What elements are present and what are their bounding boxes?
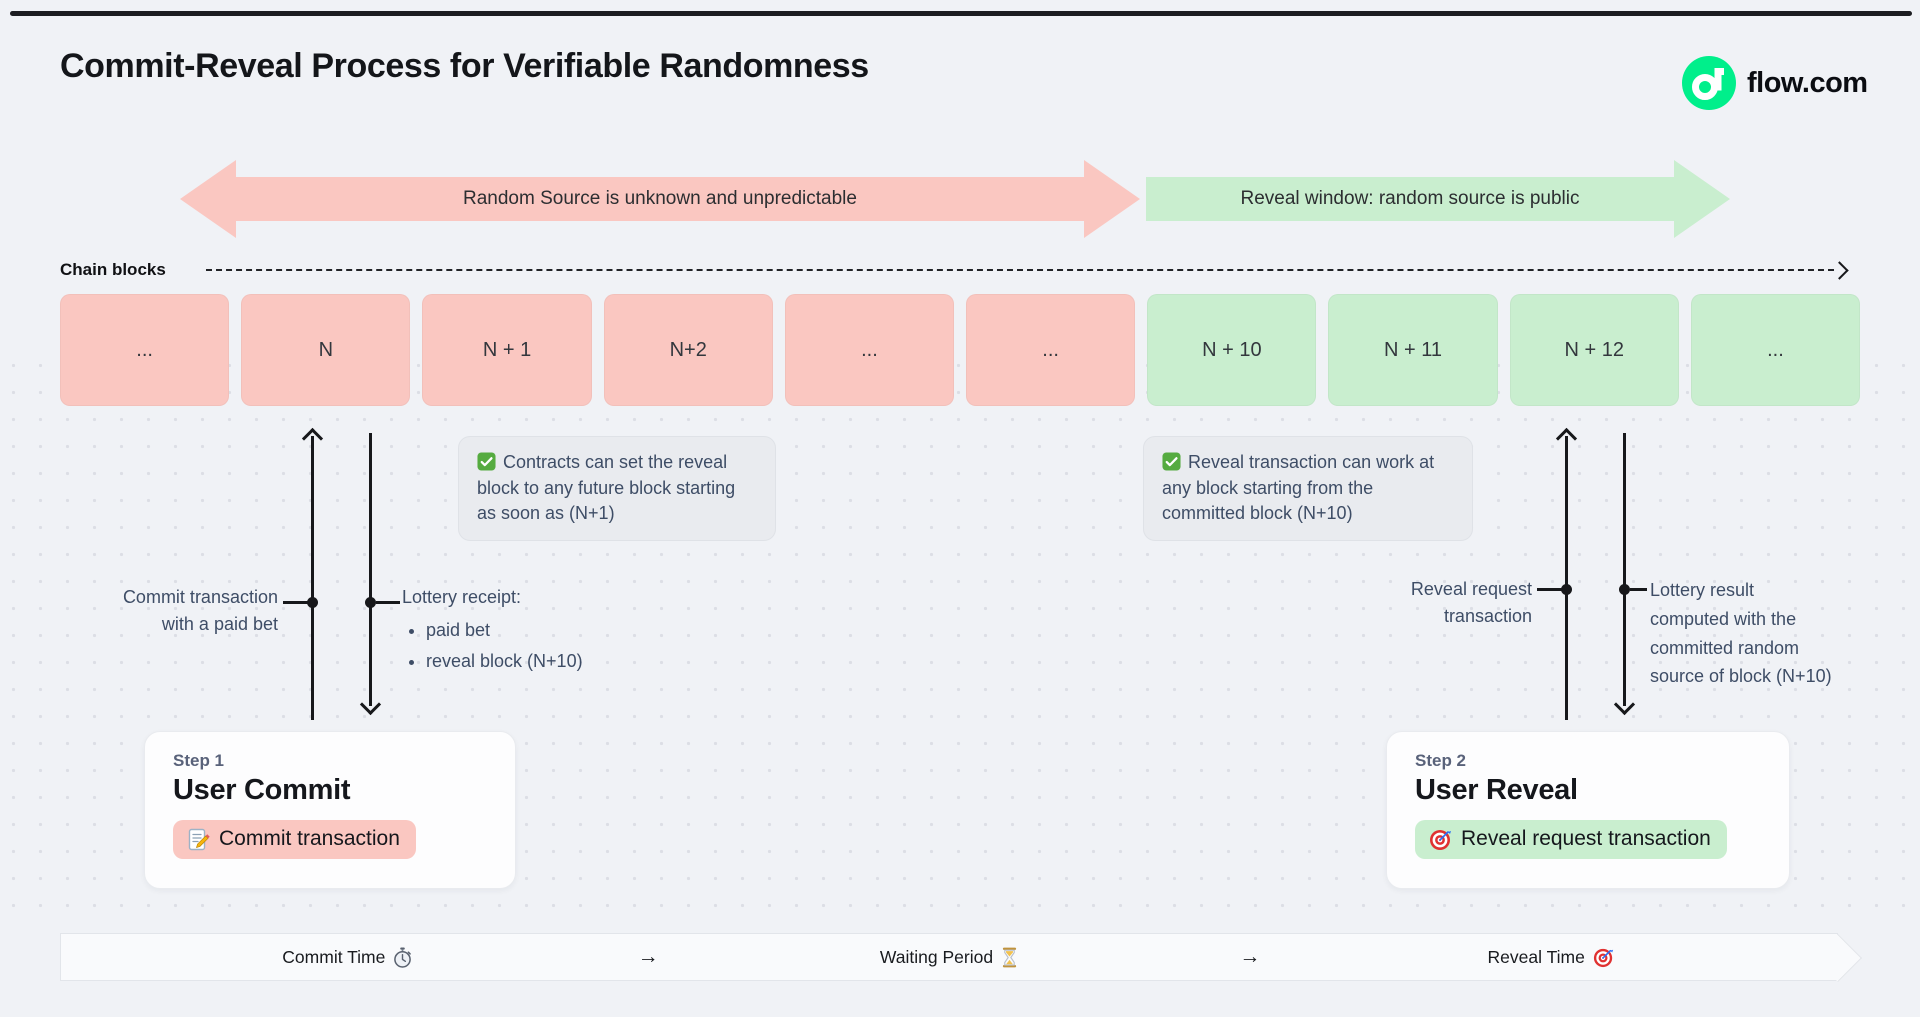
chain-block: ... xyxy=(784,294,955,406)
target-icon xyxy=(1593,948,1613,967)
reveal-note-text: Reveal transaction can work at any block… xyxy=(1162,452,1435,524)
chain-block: N + 10 xyxy=(1147,294,1317,406)
chain-block: ... xyxy=(966,294,1136,406)
chain-arrow-head-icon xyxy=(1830,261,1849,280)
commit-transaction-annotation: Commit transaction with a paid bet xyxy=(122,587,278,634)
commit-transaction-pill-label: Commit transaction xyxy=(219,827,400,850)
timeline-commit-time: Commit Time xyxy=(61,947,634,968)
chain-block: N + 1 xyxy=(422,294,592,406)
commit-up-arrow-line xyxy=(311,436,314,720)
commit-down-arrow-line xyxy=(369,433,372,706)
timeline-arrow-end xyxy=(1813,933,1863,982)
lottery-result-annotation: Lottery result computed with the committ… xyxy=(1650,580,1832,687)
reveal-down-connector-line xyxy=(1630,588,1647,591)
commit-phase-arrow xyxy=(180,160,1140,238)
hourglass-icon xyxy=(1002,947,1017,967)
reveal-phase-arrow xyxy=(1146,160,1730,238)
chain-block: ... xyxy=(1690,294,1861,406)
check-icon xyxy=(1162,452,1181,471)
step1-title: User Commit xyxy=(173,774,351,806)
reveal-up-arrow-line xyxy=(1565,436,1568,720)
chain-block: N + 11 xyxy=(1328,294,1498,406)
stopwatch-icon xyxy=(394,947,412,968)
brand-name: flow.com xyxy=(1747,66,1868,99)
memo-icon xyxy=(188,828,210,850)
chain-block: N+2 xyxy=(603,294,773,406)
top-edge-line xyxy=(10,11,1912,16)
reveal-request-annotation: Reveal request transaction xyxy=(1410,579,1532,626)
page-title: Commit-Reveal Process for Verifiable Ran… xyxy=(60,47,869,85)
commit-down-connector-line xyxy=(376,601,400,604)
step1-label: Step 1 xyxy=(173,751,225,770)
commit-phase-label: Random Source is unknown and unpredictab… xyxy=(463,188,857,209)
timeline-arrow-glyph: → xyxy=(1239,945,1261,968)
reveal-phase-label: Reveal window: random source is public xyxy=(1240,188,1580,209)
step1-card: Step 1 User Commit Commit transaction xyxy=(144,731,516,889)
timeline-waiting-period: Waiting Period xyxy=(663,947,1236,968)
lottery-receipt-annotation: Lottery receipt: paid bet reveal block (… xyxy=(402,584,662,677)
chain-block: N xyxy=(241,294,411,406)
reveal-down-arrow-line xyxy=(1623,433,1626,706)
commit-up-connector-dot xyxy=(307,597,318,608)
time-phases-bar: Commit Time → Waiting Period → Reveal Ti… xyxy=(60,933,1863,982)
reveal-note-box: Reveal transaction can work at any block… xyxy=(1143,436,1473,541)
chain-blocks-label: Chain blocks xyxy=(60,260,166,279)
reveal-up-connector-line xyxy=(1537,588,1562,591)
chain-timeline-dotted-line xyxy=(206,269,1834,271)
target-icon xyxy=(1430,829,1451,850)
step2-label: Step 2 xyxy=(1415,751,1467,770)
step2-title: User Reveal xyxy=(1415,774,1578,806)
timeline-arrow-glyph: → xyxy=(637,945,659,968)
flow-logo-icon xyxy=(1682,56,1736,110)
timeline-reveal-time: Reveal Time xyxy=(1264,947,1837,968)
reveal-request-pill: Reveal request transaction xyxy=(1415,820,1727,859)
step2-card: Step 2 User Reveal Reveal request transa… xyxy=(1386,731,1790,889)
commit-note-text: Contracts can set the reveal block to an… xyxy=(477,452,736,524)
chain-blocks-row: ... N N + 1 N+2 ... ... N + 10 N + 11 N … xyxy=(60,294,1861,406)
reveal-up-connector-dot xyxy=(1561,584,1572,595)
check-icon xyxy=(477,452,496,471)
commit-transaction-pill: Commit transaction xyxy=(173,820,416,859)
chain-block: N + 12 xyxy=(1509,294,1679,406)
commit-down-connector-dot xyxy=(365,597,376,608)
commit-up-connector-line xyxy=(283,601,308,604)
reveal-down-connector-dot xyxy=(1619,584,1630,595)
brand-logo: flow.com xyxy=(1682,56,1868,110)
chain-block: ... xyxy=(60,294,230,406)
reveal-request-pill-label: Reveal request transaction xyxy=(1461,827,1711,850)
commit-note-box: Contracts can set the reveal block to an… xyxy=(458,436,776,541)
